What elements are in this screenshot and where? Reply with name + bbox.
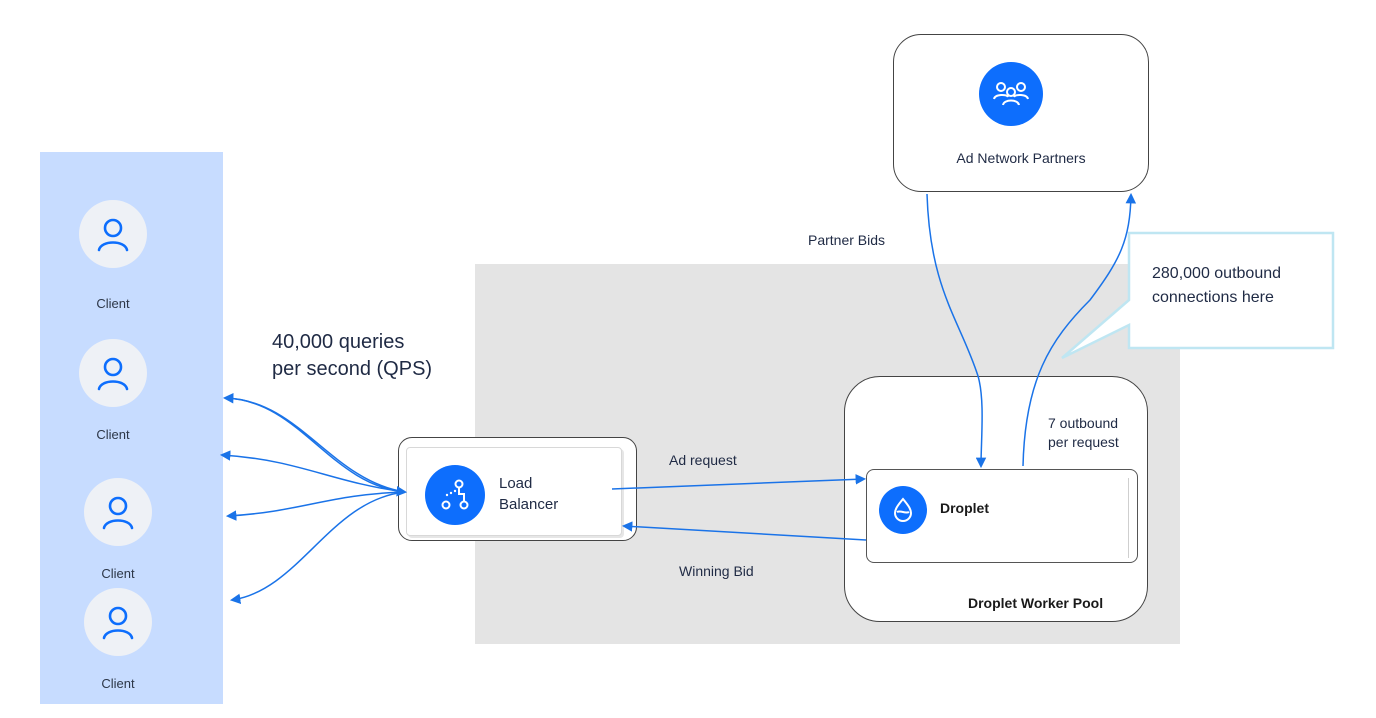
partner-bids-label: Partner Bids: [808, 232, 886, 248]
winning-bid-label: Winning Bid: [679, 563, 754, 579]
client-label: Client: [101, 566, 135, 581]
callout-bubble: [1061, 231, 1335, 360]
droplet-label: Droplet: [940, 500, 989, 516]
client-avatar-1: [79, 200, 147, 268]
callout-line-1: 280,000 outbound: [1152, 265, 1282, 282]
client-avatar-3: [84, 478, 152, 546]
droplet-icon: [893, 497, 913, 522]
client-avatar-4: [84, 588, 152, 656]
outbound-label-line-1: 7 outbound: [1048, 415, 1119, 431]
load-balancer-icon-circle: [425, 465, 485, 525]
callout-line-2: connections here: [1152, 289, 1274, 306]
callout-text: 280,000 outbound connections here: [1152, 262, 1281, 310]
outbound-arrow: [1022, 192, 1137, 467]
ad-network-partners-label: Ad Network Partners: [956, 150, 1086, 166]
droplet-worker-pool-label: Droplet Worker Pool: [968, 595, 1104, 611]
card-stack-edge: [1128, 478, 1129, 558]
qps-line-1: 40,000 queries: [272, 331, 405, 353]
client-arrow-4: [229, 491, 406, 604]
load-balancer-label-line-2: Balancer: [499, 496, 559, 513]
client-arrow-3: [225, 491, 406, 521]
user-icon: [102, 496, 134, 530]
outbound-label: 7 outbound per request: [1048, 414, 1119, 452]
qps-annotation: 40,000 queries per second (QPS): [272, 329, 432, 383]
winning-bid-arrow: [621, 521, 867, 541]
load-balancer-label: Load Balancer: [499, 473, 558, 515]
people-group-icon: [993, 82, 1029, 106]
client-label: Client: [96, 296, 130, 311]
ad-request-label: Ad request: [669, 452, 737, 468]
user-icon: [97, 357, 129, 391]
user-icon: [97, 218, 129, 252]
client-arrow-in: [224, 397, 408, 497]
client-arrow-2: [219, 450, 406, 493]
client-label: Client: [96, 427, 130, 442]
client-arrow-1: [222, 392, 406, 493]
client-label: Client: [101, 676, 135, 691]
ad-network-icon-circle: [979, 62, 1043, 126]
client-avatar-2: [79, 339, 147, 407]
load-balancer-icon: [441, 479, 469, 510]
user-icon: [102, 606, 134, 640]
ad-request-arrow: [611, 474, 867, 490]
qps-line-2: per second (QPS): [272, 358, 433, 380]
droplet-icon-circle: [879, 486, 927, 534]
partner-bids-arrow: [926, 193, 987, 469]
load-balancer-label-line-1: Load: [499, 475, 533, 492]
outbound-label-line-2: per request: [1048, 434, 1119, 450]
